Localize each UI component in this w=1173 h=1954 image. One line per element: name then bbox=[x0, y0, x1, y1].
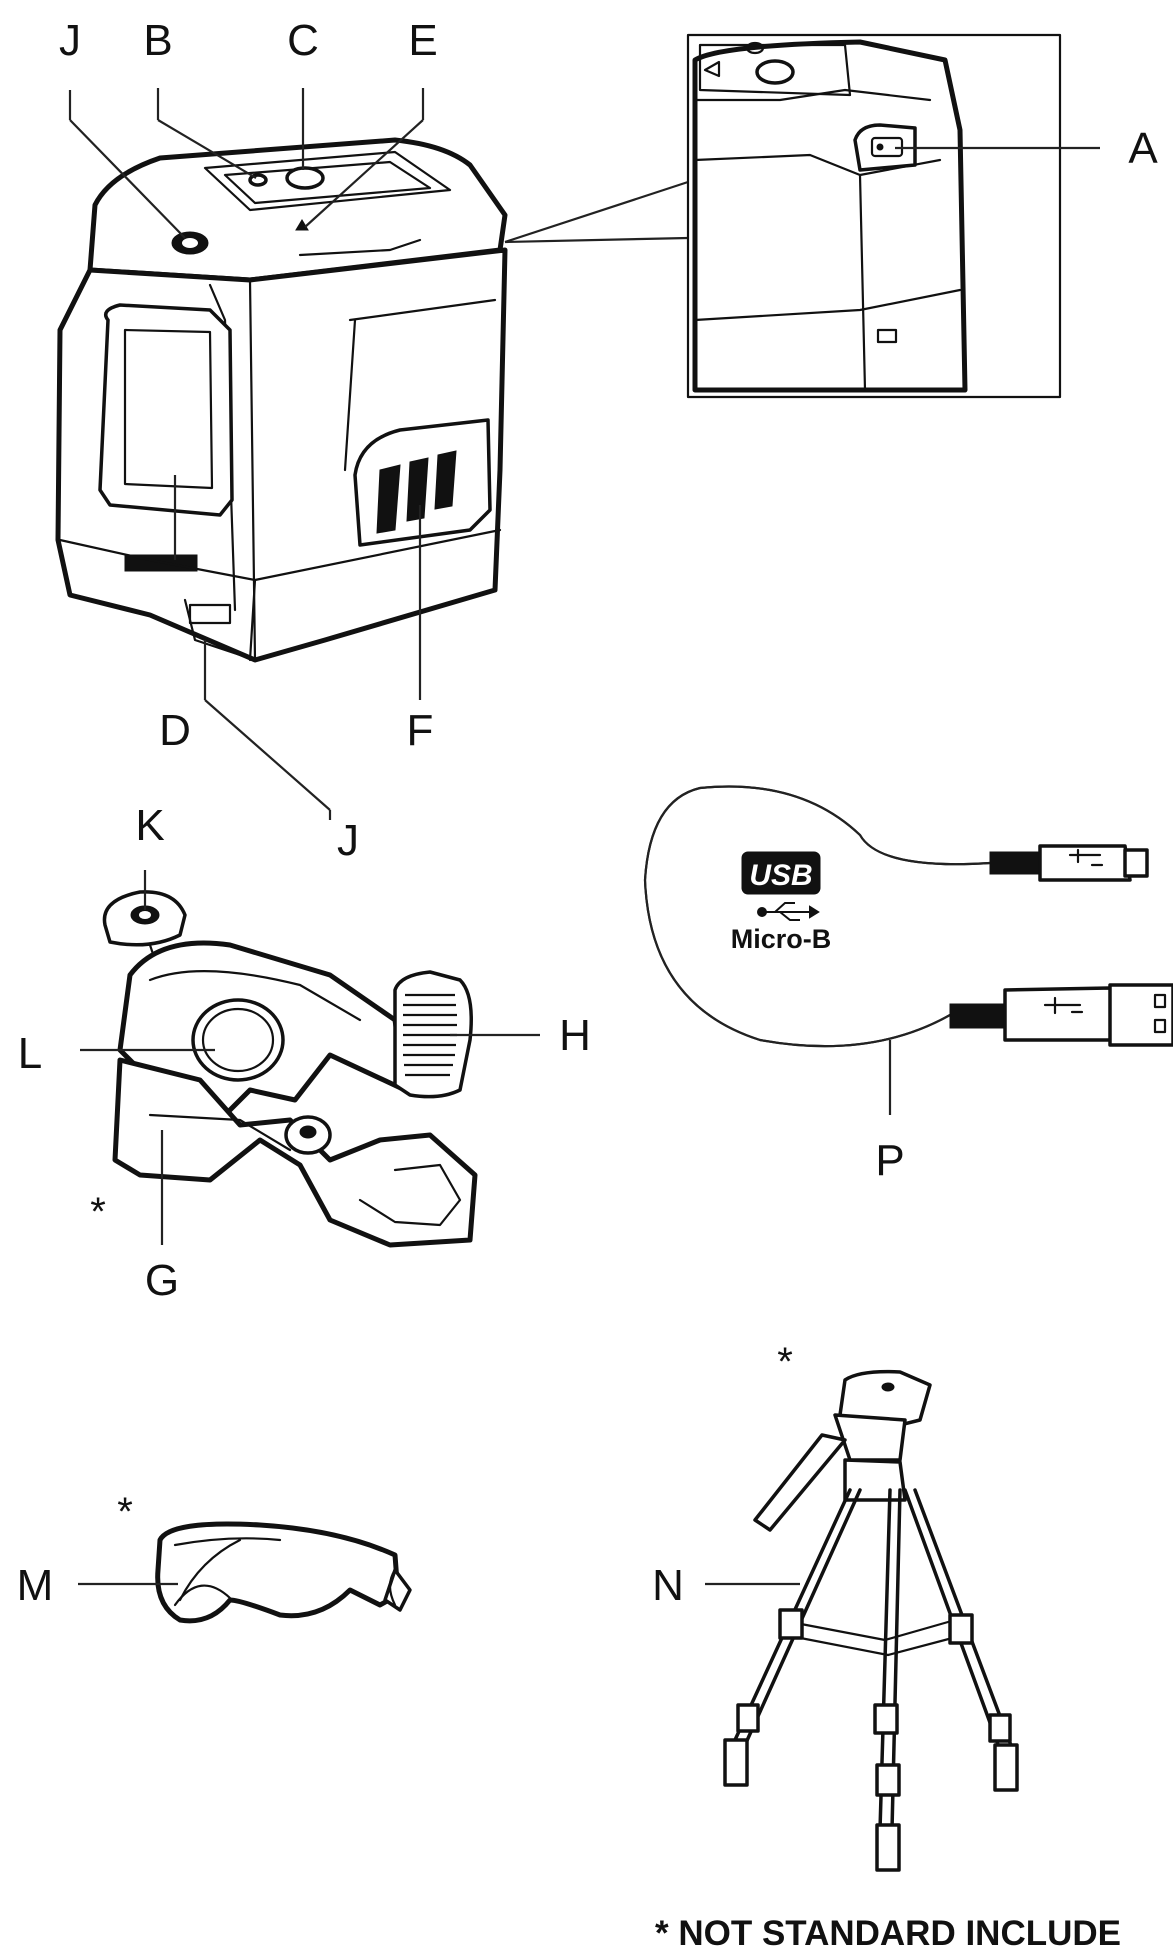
label-j-bottom: J bbox=[337, 816, 359, 865]
not-included-markers: * * * bbox=[90, 1190, 793, 1534]
label-n: N bbox=[652, 1561, 684, 1610]
usb-trident-icon bbox=[757, 902, 820, 921]
micro-b-plug bbox=[989, 844, 1149, 882]
laser-level-body bbox=[55, 137, 508, 663]
clamp-accessory bbox=[102, 890, 478, 1248]
label-a: A bbox=[1128, 124, 1158, 173]
zoom-inset bbox=[504, 33, 1100, 399]
asterisk-clamp: * bbox=[90, 1190, 106, 1234]
leader-lines-body bbox=[68, 88, 425, 820]
leader-lines-clamp bbox=[80, 870, 540, 1245]
label-b: B bbox=[143, 16, 172, 65]
micro-b-label: Micro-B bbox=[731, 924, 832, 954]
label-f: F bbox=[407, 706, 434, 755]
footnote: * NOT STANDARD INCLUDE bbox=[655, 1914, 1121, 1953]
label-h: H bbox=[559, 1011, 591, 1060]
label-c: C bbox=[287, 16, 319, 65]
usb-cable: USB Micro-B bbox=[643, 785, 1173, 1115]
asterisk-glasses: * bbox=[117, 1490, 133, 1534]
label-m: M bbox=[17, 1561, 54, 1610]
label-e: E bbox=[408, 16, 437, 65]
label-k: K bbox=[135, 801, 164, 850]
label-l: L bbox=[18, 1029, 42, 1078]
label-p: P bbox=[875, 1136, 904, 1185]
safety-glasses bbox=[78, 1521, 412, 1624]
tripod bbox=[705, 1369, 1019, 1872]
asterisk-tripod: * bbox=[777, 1340, 793, 1384]
label-d: D bbox=[159, 706, 191, 755]
usb-logo-text: USB bbox=[749, 859, 812, 892]
label-j-top: J bbox=[59, 16, 81, 65]
usb-a-plug bbox=[949, 983, 1173, 1047]
label-g: G bbox=[145, 1256, 179, 1305]
callout-labels: J B C E A D F J K L H G P M N bbox=[17, 16, 1159, 1610]
